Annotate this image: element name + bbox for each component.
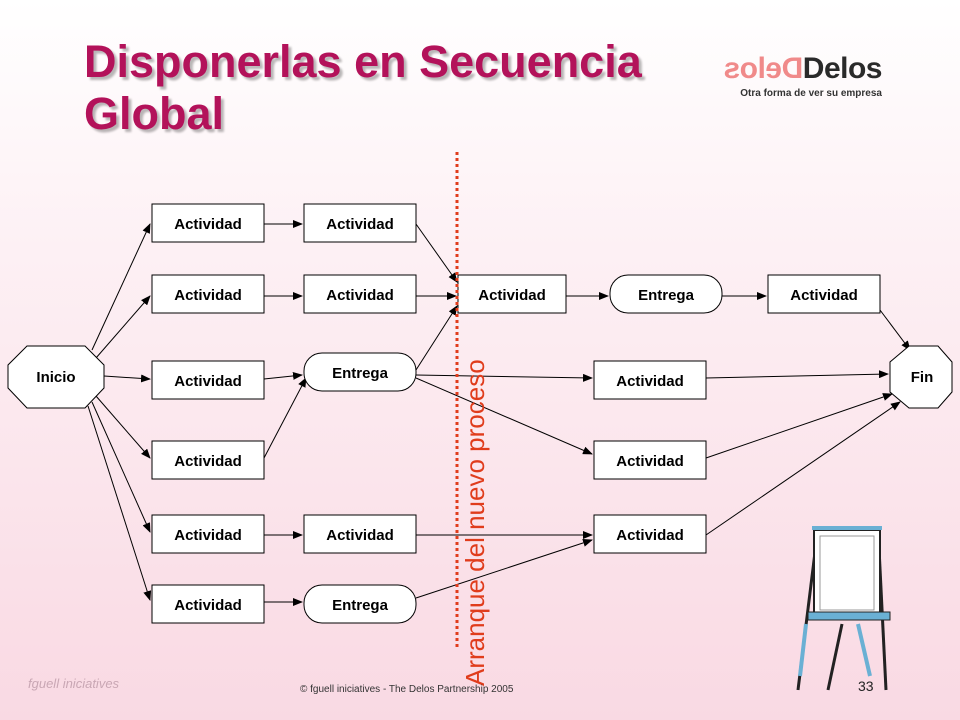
edge-inicio-c1r2: [95, 295, 151, 359]
node-label: Actividad: [616, 453, 684, 470]
node-label: Actividad: [616, 373, 684, 390]
node-fin-label: Fin: [911, 369, 934, 386]
node-label: Actividad: [174, 597, 242, 614]
node-c3r5: Actividad: [593, 514, 707, 554]
edge-inicio-c1r5: [91, 401, 151, 533]
edge-c2r1-c3r2: [415, 223, 458, 283]
node-c1r3: Actividad: [151, 360, 265, 400]
logo-main-text: Delos: [802, 52, 883, 85]
edge-c1r3-c2r3: [263, 371, 303, 380]
node-label: Actividad: [326, 287, 394, 304]
delos-logo: DelosDelos Otra forma de ver su empresa: [722, 52, 883, 99]
diagram-edges: [87, 220, 911, 606]
edge-c2r3-c3r4: [415, 377, 593, 455]
node-label: Actividad: [616, 527, 684, 544]
node-label: Actividad: [790, 287, 858, 304]
node-c4r2: Entrega: [609, 274, 723, 314]
node-label: Actividad: [174, 373, 242, 390]
node-c1r2: Actividad: [151, 274, 265, 314]
page-number: 33: [858, 678, 874, 694]
footer-copyright: © fguell iniciatives - The Delos Partner…: [300, 684, 514, 695]
node-c3r3: Actividad: [593, 360, 707, 400]
edge-c3r3-fin: [705, 370, 889, 379]
node-c2r6: Entrega: [303, 584, 417, 624]
footer-brand: fguell iniciatives: [28, 676, 120, 691]
node-label: Actividad: [174, 453, 242, 470]
node-c1r6: Actividad: [151, 584, 265, 624]
node-c2r1: Actividad: [303, 203, 417, 243]
page-title: Disponerlas en Secuencia Global: [84, 36, 642, 139]
node-fin: Fin: [889, 345, 953, 409]
node-label: Actividad: [478, 287, 546, 304]
node-c1r4: Actividad: [151, 440, 265, 480]
node-label: Actividad: [326, 527, 394, 544]
node-label: Entrega: [638, 287, 695, 304]
node-c3r4: Actividad: [593, 440, 707, 480]
node-label: Actividad: [326, 216, 394, 233]
edge-c2r6-c3r5: [415, 539, 593, 599]
node-c1r1: Actividad: [151, 203, 265, 243]
edge-inicio-c1r1: [91, 223, 151, 351]
edge-c2r3-c3r2: [415, 305, 458, 371]
node-inicio: Inicio: [7, 345, 105, 409]
node-label: Entrega: [332, 597, 389, 614]
edge-c3r4-fin: [705, 393, 893, 459]
edge-c1r4-c2r3: [263, 377, 307, 459]
edge-inicio-c1r6: [87, 405, 152, 601]
edge-inicio-c1r4: [95, 395, 151, 459]
node-c2r5: Actividad: [303, 514, 417, 554]
edge-c2r3-c3r3: [415, 373, 593, 382]
node-c3r2: Actividad: [457, 274, 567, 314]
logo-tagline: Otra forma de ver su empresa: [740, 88, 882, 99]
node-label: Actividad: [174, 287, 242, 304]
edge-c3r5-fin: [705, 401, 901, 536]
node-inicio-label: Inicio: [36, 369, 75, 386]
node-c5r2: Actividad: [767, 274, 881, 314]
edge-c5r2-fin: [879, 309, 911, 351]
edge-inicio-c1r3: [103, 374, 151, 383]
node-c2r3: Entrega: [303, 352, 417, 392]
node-c2r2: Actividad: [303, 274, 417, 314]
node-label: Entrega: [332, 365, 389, 382]
process-start-label: Arranque del nuevo proceso: [460, 359, 490, 686]
logo-mark: DelosDelos: [722, 52, 883, 86]
node-label: Actividad: [174, 527, 242, 544]
flipchart-illustration: [796, 526, 891, 691]
node-c1r5: Actividad: [151, 514, 265, 554]
node-label: Actividad: [174, 216, 242, 233]
